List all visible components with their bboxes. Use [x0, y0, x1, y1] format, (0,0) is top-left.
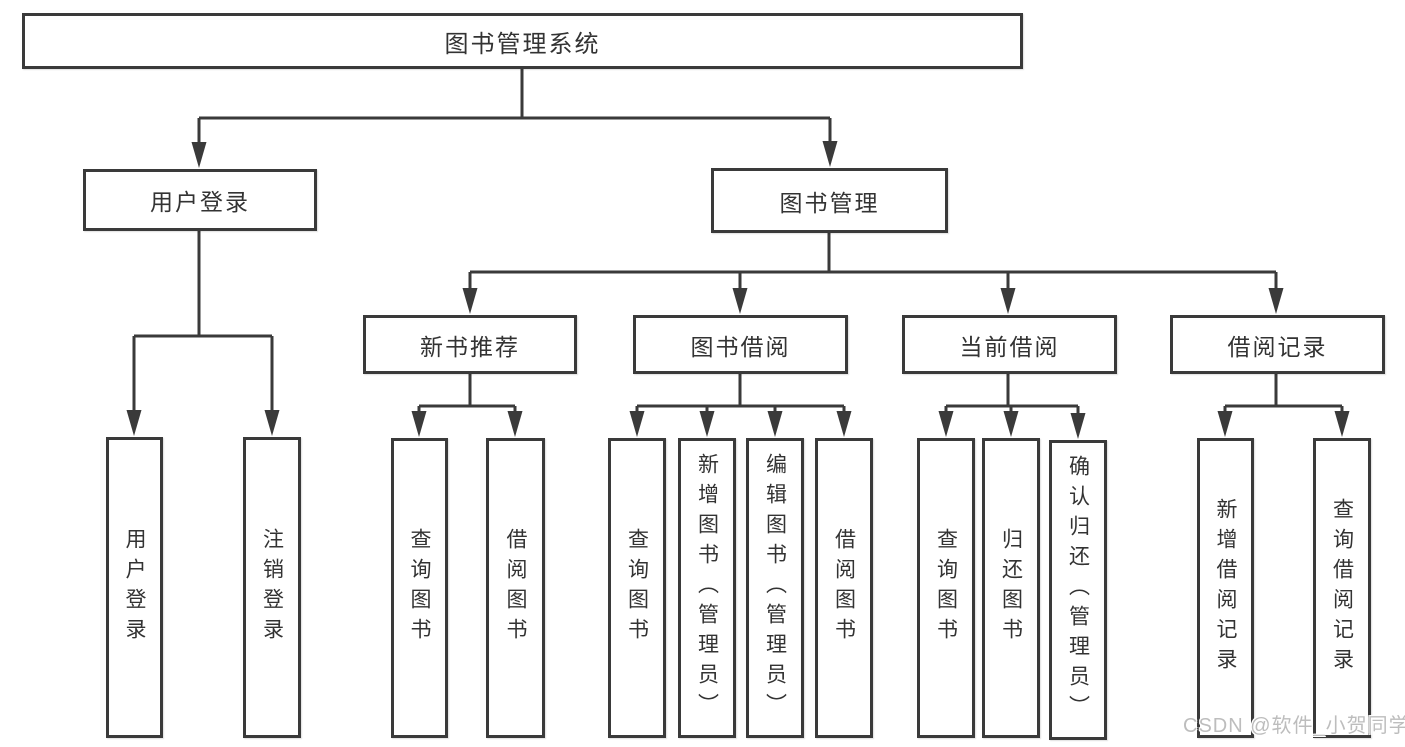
leaf-logout: 注销登录	[243, 437, 301, 738]
node-label: 查询图书	[408, 528, 431, 648]
node-label: 当前借阅	[959, 333, 1060, 360]
node-label: 图书管理系统	[444, 30, 601, 58]
node-book-management-branch: 图书管理	[711, 168, 948, 233]
node-label: 新增借阅记录	[1214, 498, 1237, 678]
node-label: 借阅记录	[1227, 333, 1328, 360]
node-label: 借阅图书	[832, 528, 856, 648]
node-label: 归还图书	[999, 528, 1023, 648]
leaf-confirm-return-admin: 确认归还（管理员）	[1049, 440, 1107, 740]
node-book-borrow: 图书借阅	[633, 315, 848, 374]
node-label: 图书借阅	[690, 333, 791, 360]
node-label: 新增图书（管理员）	[695, 453, 719, 723]
node-label: 新书推荐	[420, 333, 520, 360]
leaf-return-books: 归还图书	[982, 438, 1040, 738]
leaf-borrow-books-recommend: 借阅图书	[486, 438, 545, 738]
arrowheads	[126, 141, 1350, 439]
leaf-add-borrow-record: 新增借阅记录	[1197, 438, 1254, 738]
node-new-book-recommend: 新书推荐	[363, 315, 577, 374]
leaf-query-books-borrow: 查询图书	[608, 438, 666, 738]
node-label: 确认归还（管理员）	[1066, 455, 1090, 725]
node-label: 用户登录	[150, 189, 250, 215]
node-label: 图书管理	[779, 189, 880, 216]
node-label: 用户登录	[123, 527, 146, 648]
leaf-query-books-current: 查询图书	[917, 438, 975, 738]
csdn-watermark: CSDN @软件_小贺同学	[1183, 715, 1405, 737]
node-label: 查询图书	[934, 528, 958, 648]
node-label: 注销登录	[260, 527, 284, 648]
leaf-query-books-recommend: 查询图书	[391, 438, 448, 738]
node-label: 借阅图书	[504, 528, 527, 648]
node-label: 查询图书	[625, 528, 649, 648]
node-label: 编辑图书（管理员）	[763, 453, 787, 723]
leaf-add-books-admin: 新增图书（管理员）	[678, 438, 736, 738]
leaf-query-borrow-record: 查询借阅记录	[1313, 438, 1371, 738]
node-user-login-branch: 用户登录	[83, 169, 317, 231]
leaf-edit-books-admin: 编辑图书（管理员）	[746, 438, 804, 738]
node-library-management-system: 图书管理系统	[22, 13, 1023, 69]
node-borrow-records: 借阅记录	[1170, 315, 1385, 374]
leaf-borrow-books: 借阅图书	[815, 438, 873, 738]
node-current-borrow: 当前借阅	[902, 315, 1117, 374]
node-label: 查询借阅记录	[1330, 498, 1354, 678]
leaf-user-login: 用户登录	[106, 437, 163, 738]
